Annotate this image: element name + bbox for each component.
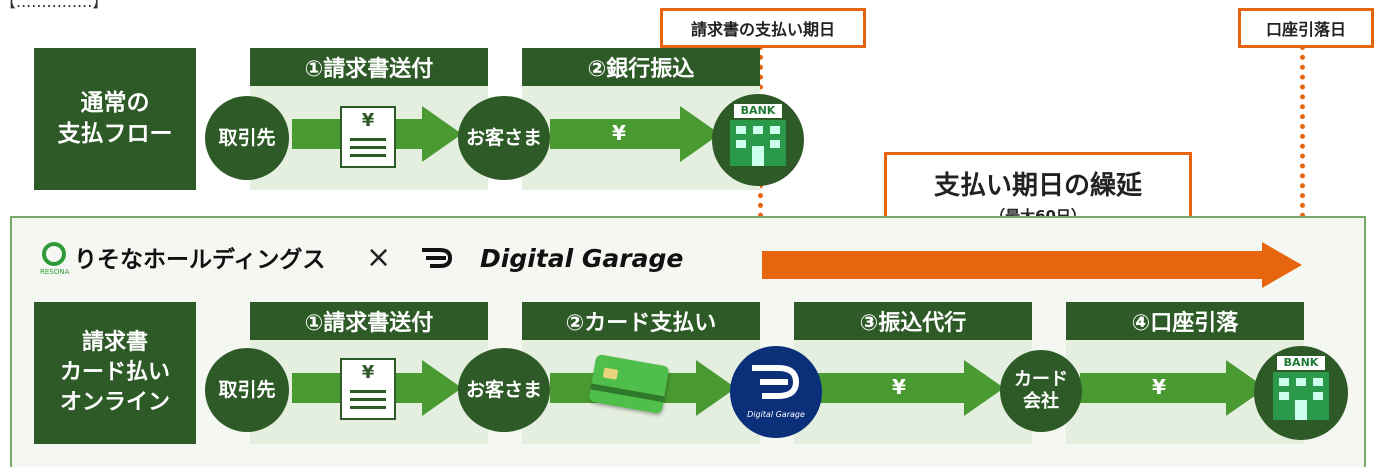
card-debit-yen: ¥ bbox=[1152, 375, 1166, 399]
card-step2-header: ②カード支払い bbox=[522, 302, 760, 340]
normal-arrow-payment bbox=[550, 106, 720, 162]
card-company-node: カード 会社 bbox=[1000, 350, 1082, 432]
dg-node-label: Digital Garage bbox=[747, 410, 805, 419]
card-vendor-node: 取引先 bbox=[205, 348, 289, 432]
normal-vendor-node: 取引先 bbox=[205, 96, 289, 180]
card-flow-label: 請求書 カード払い オンライン bbox=[34, 302, 196, 444]
card-bank-icon: BANK bbox=[1254, 346, 1348, 440]
digital-garage-node: Digital Garage bbox=[730, 346, 822, 438]
card-invoice-document-icon: ¥ bbox=[340, 358, 396, 420]
bank-label: BANK bbox=[734, 104, 782, 118]
card-step1-header: ①請求書送付 bbox=[250, 302, 488, 340]
times-symbol: × bbox=[366, 240, 392, 275]
debit-date-label: 口座引落日 bbox=[1238, 8, 1374, 48]
normal-bank-icon: BANK bbox=[712, 94, 804, 186]
dg-logo-text: Digital Garage bbox=[480, 244, 684, 273]
resona-logo-text: りそなホールディングス bbox=[74, 247, 326, 273]
deferral-arrow bbox=[762, 242, 1302, 288]
normal-flow-label: 通常の 支払フロー bbox=[34, 48, 196, 190]
extension-title: 支払い期日の繰延 bbox=[933, 171, 1142, 201]
dg-node-mark-icon bbox=[752, 365, 800, 399]
resona-small-text: RESONA bbox=[40, 268, 70, 276]
card-customer-node: お客さま bbox=[458, 348, 550, 432]
header-fragment: 【...............】 bbox=[0, 0, 109, 11]
card-step3-header: ③振込代行 bbox=[794, 302, 1032, 340]
invoice-document-icon: ¥ bbox=[340, 106, 396, 168]
normal-customer-node: お客さま bbox=[458, 96, 550, 180]
digital-garage-logo: Digital Garage bbox=[420, 242, 740, 282]
card-arrow-transfer bbox=[818, 360, 1004, 416]
resona-mark-icon bbox=[42, 242, 66, 266]
normal-step1-header: ①請求書送付 bbox=[250, 48, 488, 86]
card-step4-header: ④口座引落 bbox=[1066, 302, 1304, 340]
normal-step2-header: ②銀行振込 bbox=[522, 48, 760, 86]
card-transfer-yen: ¥ bbox=[892, 375, 906, 399]
card-bank-label: BANK bbox=[1277, 356, 1325, 370]
card-arrow-debit bbox=[1080, 360, 1266, 416]
invoice-due-label: 請求書の支払い期日 bbox=[660, 8, 866, 48]
dg-mark-icon bbox=[420, 246, 456, 270]
resona-logo: RESONA りそなホールディングス bbox=[40, 238, 370, 278]
normal-yen-label: ¥ bbox=[612, 121, 626, 145]
